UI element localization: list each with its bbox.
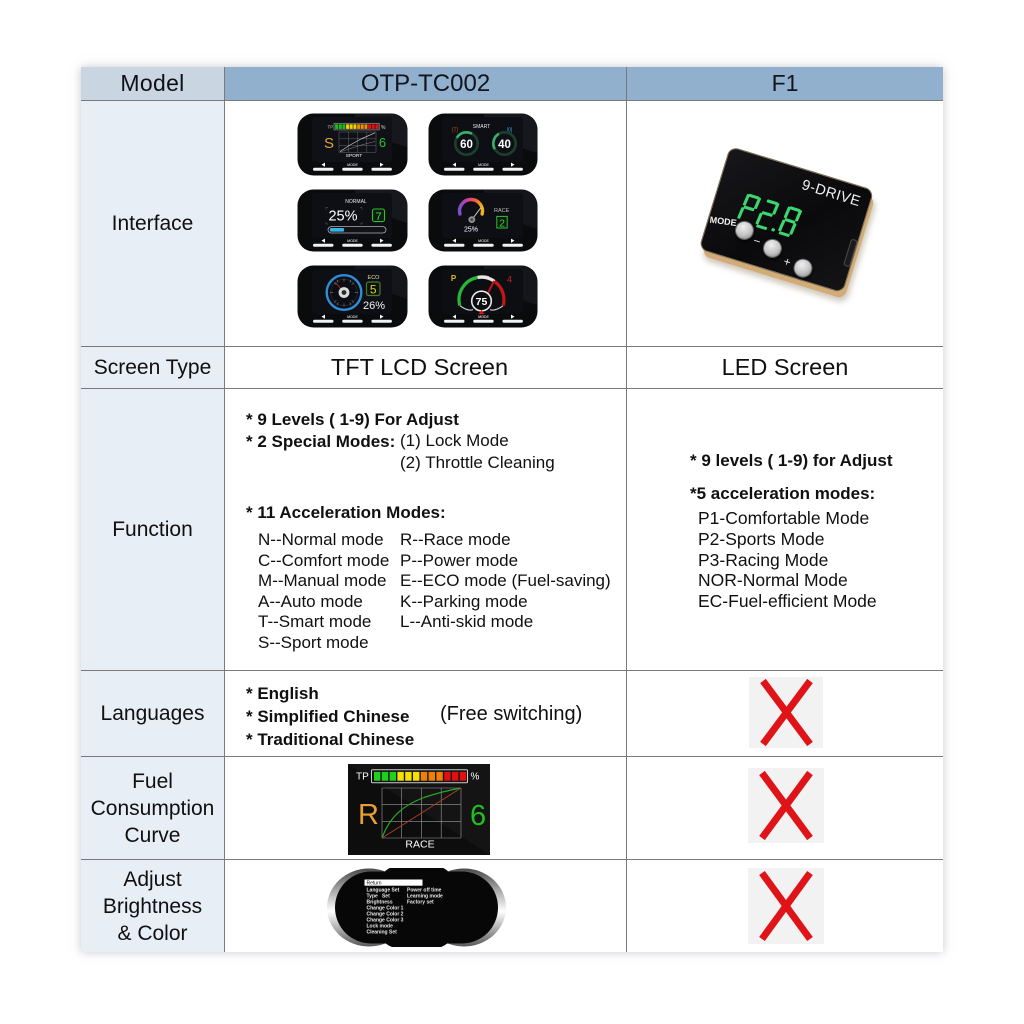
svg-text:Factory set: Factory set xyxy=(407,900,434,906)
svg-text:Lock mode: Lock mode xyxy=(367,924,394,930)
svg-text:40: 40 xyxy=(498,139,511,151)
svg-text:RACE: RACE xyxy=(494,208,510,214)
svg-text:6: 6 xyxy=(379,135,386,150)
svg-text:P: P xyxy=(451,274,457,283)
svg-text:Change Color 1: Change Color 1 xyxy=(367,906,404,912)
svg-text:Cleaning Set: Cleaning Set xyxy=(367,930,398,936)
svg-text:Return: Return xyxy=(367,881,382,887)
svg-text:SPORT: SPORT xyxy=(346,153,363,159)
svg-text:7: 7 xyxy=(375,211,381,223)
svg-text:Change Color 3: Change Color 3 xyxy=(367,918,404,924)
svg-text:Language Set: Language Set xyxy=(367,888,400,894)
svg-text:TP: TP xyxy=(328,125,334,130)
svg-text:MODE: MODE xyxy=(478,315,489,319)
svg-text:25%: 25% xyxy=(464,227,478,234)
svg-text:MODE: MODE xyxy=(347,239,358,243)
svg-text:ECO: ECO xyxy=(368,275,381,281)
svg-text:Power off time: Power off time xyxy=(407,888,442,894)
svg-text:MODE: MODE xyxy=(478,239,489,243)
svg-text:%: % xyxy=(381,125,386,131)
svg-text:5: 5 xyxy=(370,283,377,297)
svg-text:R: R xyxy=(358,799,379,831)
svg-text:MODE: MODE xyxy=(478,163,489,167)
svg-text:Change Color 2: Change Color 2 xyxy=(367,912,404,918)
svg-text:FUN: FUN xyxy=(479,314,485,318)
svg-text:75: 75 xyxy=(476,296,488,308)
svg-text:Type Set: Type Set xyxy=(367,894,391,900)
svg-text:%: % xyxy=(471,772,480,783)
svg-text:25%: 25% xyxy=(328,209,357,225)
svg-text:MODE: MODE xyxy=(347,163,358,167)
svg-text:6: 6 xyxy=(470,800,486,832)
svg-text:Brightness: Brightness xyxy=(367,900,393,906)
svg-text:NORMAL: NORMAL xyxy=(345,199,367,205)
svg-text:SMART: SMART xyxy=(473,124,490,130)
svg-text:TP: TP xyxy=(356,772,369,783)
svg-text:4: 4 xyxy=(507,275,512,285)
svg-text:[T]: [T] xyxy=(452,128,458,134)
svg-text:RACE: RACE xyxy=(405,839,434,851)
svg-text:S: S xyxy=(324,135,334,152)
svg-text:26%: 26% xyxy=(363,300,385,312)
svg-text:Learning mode: Learning mode xyxy=(407,894,443,900)
svg-text:60: 60 xyxy=(460,139,473,151)
svg-text:2: 2 xyxy=(499,217,505,229)
svg-text:[0]: [0] xyxy=(507,128,513,134)
svg-text:MODE: MODE xyxy=(347,315,358,319)
